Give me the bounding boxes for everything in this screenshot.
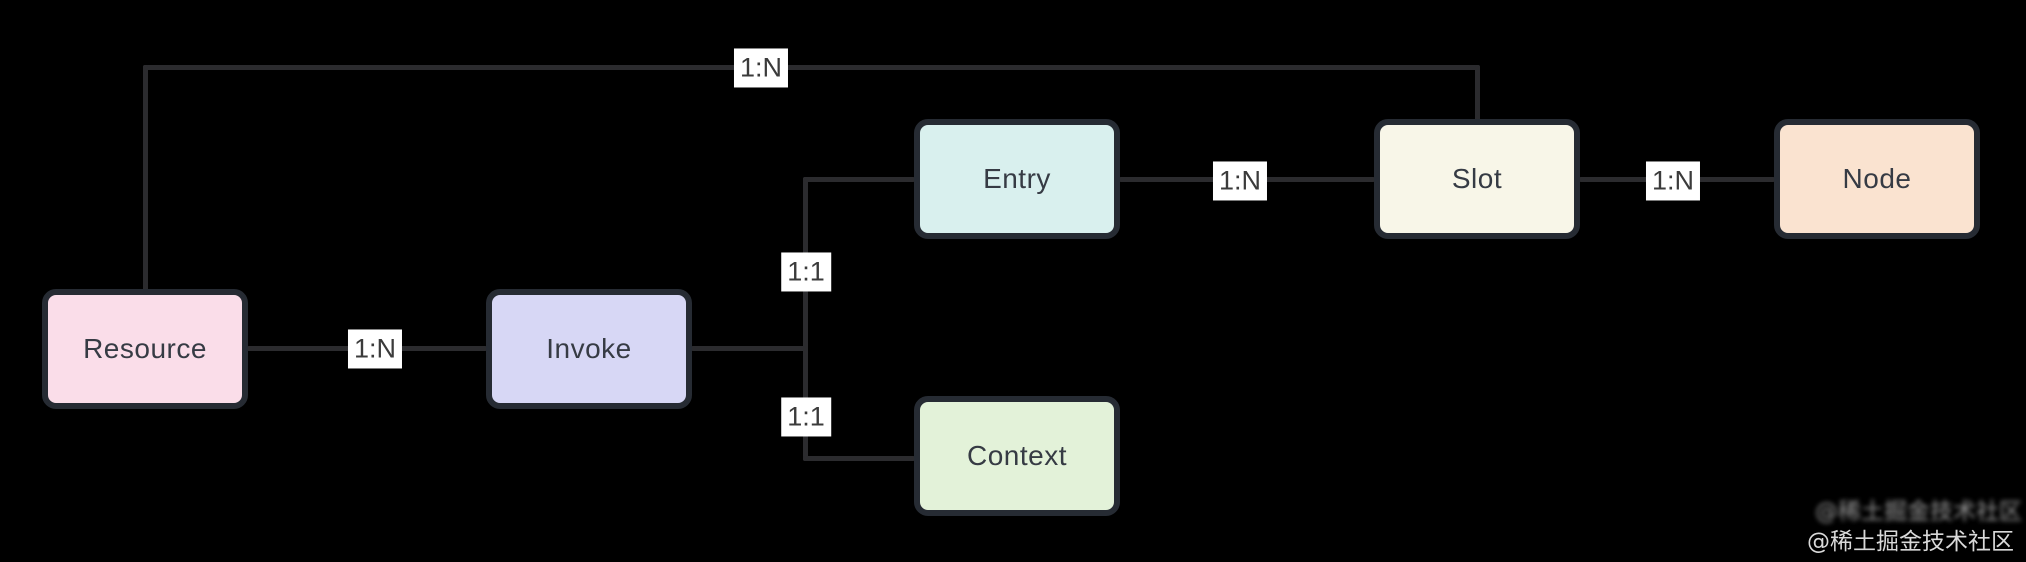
edge-invoke-branch-vertical <box>803 177 808 461</box>
node-invoke-label: Invoke <box>546 333 632 364</box>
edge-invoke-trunk <box>691 346 808 351</box>
node-resource-label: Resource <box>83 333 207 364</box>
edge-invoke-context <box>803 456 915 461</box>
node-slot: Slot <box>1374 119 1580 239</box>
edge-label-invoke-context: 1:1 <box>781 397 831 437</box>
edge-label-resource-slot: 1:N <box>733 48 789 88</box>
node-slot-label: Slot <box>1451 163 1503 194</box>
watermark: @稀土掘金技术社区 <box>1807 529 2014 555</box>
edge-label-entry-slot: 1:N <box>1212 161 1268 201</box>
node-entry: Entry <box>914 119 1120 239</box>
edge-label-resource-invoke: 1:N <box>347 329 403 369</box>
node-invoke: Invoke <box>486 289 692 409</box>
node-resource: Resource <box>42 289 248 409</box>
edge-resource-slot-left-vertical <box>143 65 148 291</box>
node-context: Context <box>914 396 1120 516</box>
edge-resource-slot-right-vertical <box>1475 65 1480 121</box>
node-node-label: Node <box>1842 163 1912 194</box>
edge-invoke-entry <box>803 177 915 182</box>
node-entry-label: Entry <box>983 163 1051 194</box>
edge-label-slot-node: 1:N <box>1645 161 1701 201</box>
node-context-label: Context <box>967 440 1067 471</box>
watermark-ghost: @稀土掘金技术社区 <box>1815 499 2022 525</box>
edge-label-invoke-entry: 1:1 <box>781 252 831 292</box>
edge-resource-slot-horizontal <box>143 65 1480 70</box>
node-node: Node <box>1774 119 1980 239</box>
